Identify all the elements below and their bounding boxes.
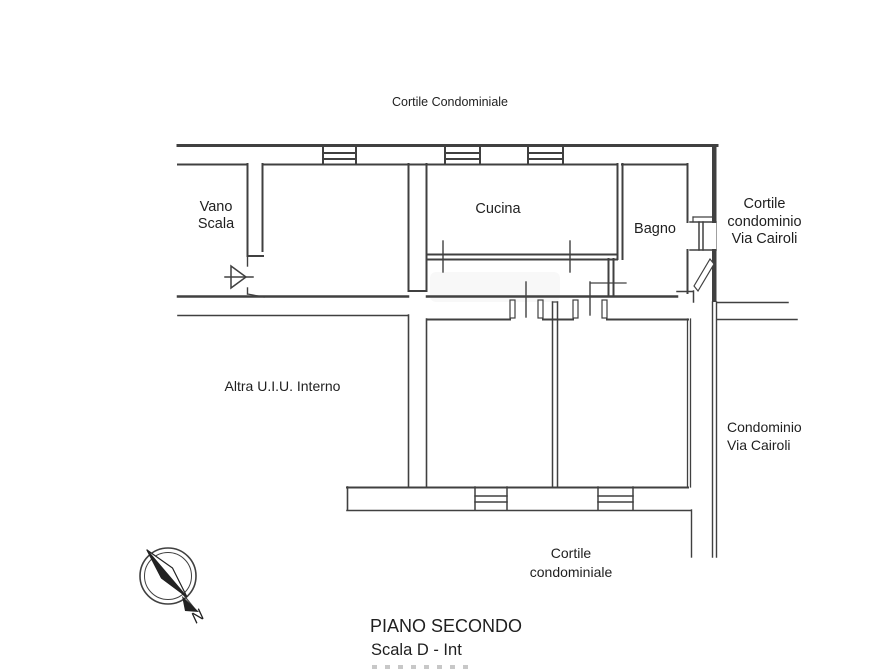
window-symbol	[474, 486, 508, 511]
label-cortile-condominio: Cortile condominio Via Cairoli	[712, 196, 817, 249]
bathroom-walls	[590, 163, 689, 297]
north-compass-icon: N	[139, 547, 208, 627]
window-symbol	[444, 144, 481, 165]
kitchen-left-wall	[407, 163, 428, 292]
window-symbol	[689, 216, 717, 251]
door-jambs	[509, 281, 608, 319]
label-cortile-bottom-line1: Cortile	[550, 545, 592, 561]
window-symbol	[322, 144, 357, 165]
label-condominio-line1: Condominio	[727, 419, 802, 435]
door-leaf-icon	[693, 257, 715, 293]
truncated-text-line	[372, 665, 468, 669]
label-cortile-condominio-line2: condominio	[727, 213, 802, 230]
window-symbol	[597, 486, 634, 511]
exterior-lines	[716, 301, 798, 321]
label-condominio-via-cairoli: Condominio Via Cairoli	[727, 418, 802, 454]
window-symbol	[527, 144, 564, 165]
label-vano-scala: Vano Scala	[176, 199, 256, 233]
label-vano-scala-line2: Scala	[197, 216, 235, 232]
corridor-walls	[176, 290, 695, 317]
plan-title-floor: PIANO SECONDO	[370, 616, 523, 636]
label-cortile-condominio-line3: Via Cairoli	[731, 231, 798, 247]
label-cucina: Cucina	[475, 201, 521, 217]
plan-title-stair-unit: Scala D - Int	[371, 641, 462, 659]
door-swing-icon	[224, 264, 254, 290]
watermark-ghost	[430, 272, 560, 302]
label-courtyard-top: Cortile Condominiale	[391, 95, 509, 109]
label-cortile-bottom: Cortile condominiale	[496, 544, 646, 581]
kitchen-walls	[426, 163, 624, 261]
label-vano-scala-line1: Vano	[199, 199, 233, 215]
label-condominio-line2: Via Cairoli	[727, 437, 791, 453]
label-altra-uiu: Altra U.I.U. Interno	[224, 378, 341, 394]
label-cortile-condominio-line1: Cortile	[743, 196, 786, 212]
door-opening-tick	[442, 240, 571, 273]
label-bagno: Bagno	[634, 221, 676, 237]
label-cortile-bottom-line2: condominiale	[529, 563, 613, 580]
lower-rooms-walls	[346, 301, 693, 558]
